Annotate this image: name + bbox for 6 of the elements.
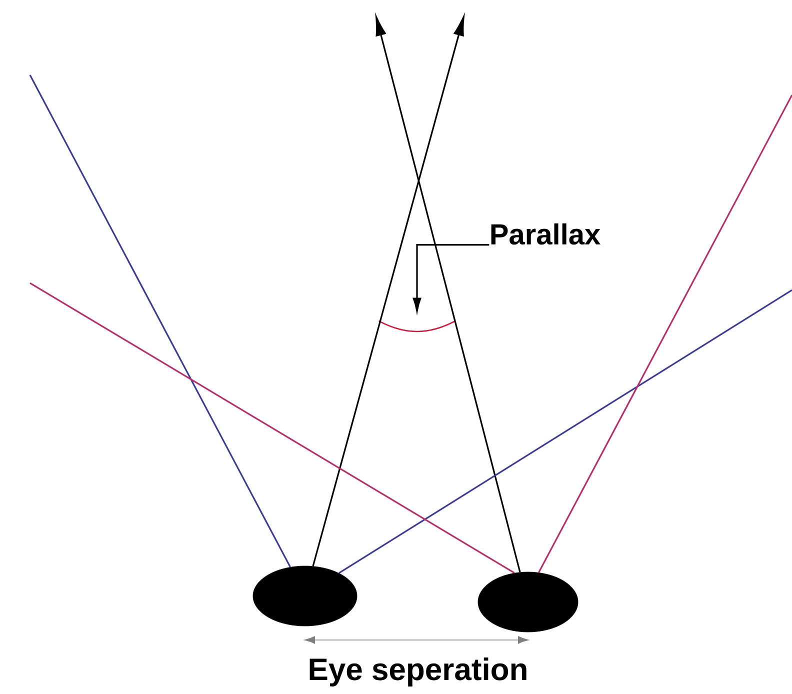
parallax-label: Parallax xyxy=(491,223,600,245)
eye-ellipse xyxy=(478,572,578,632)
eye-ellipse xyxy=(252,566,358,626)
dimension-label: Eye seperation xyxy=(310,658,526,686)
sight-line xyxy=(538,94,792,573)
sight-line xyxy=(29,74,291,568)
